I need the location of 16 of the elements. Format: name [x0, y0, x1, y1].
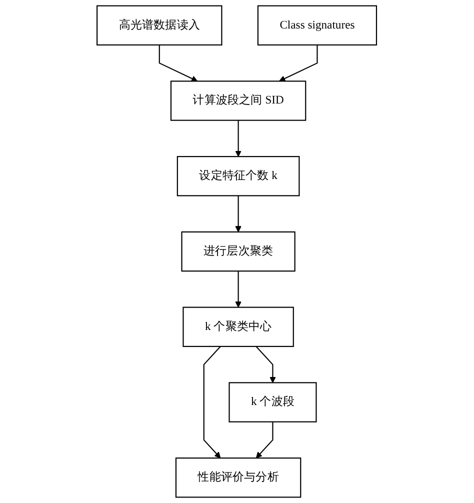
- arrow: [256, 346, 276, 383]
- arrow: [279, 44, 318, 82]
- node-box: 高光谱数据读入: [96, 5, 222, 46]
- node-box: Class signatures: [258, 5, 378, 46]
- arrow: [159, 44, 198, 82]
- arrow: [256, 422, 274, 458]
- arrow: [204, 346, 222, 458]
- node-box: 设定特征个数 k: [177, 156, 300, 196]
- node-box: k 个聚类中心: [182, 306, 294, 347]
- arrow: [235, 271, 242, 308]
- node-box: k 个波段: [228, 382, 317, 422]
- node-box: 性能评价与分析: [176, 458, 302, 498]
- arrow: [235, 120, 242, 157]
- arrow: [235, 196, 242, 232]
- node-box: 进行层次聚类: [181, 231, 296, 272]
- node-box: 计算波段之间 SID: [170, 80, 306, 121]
